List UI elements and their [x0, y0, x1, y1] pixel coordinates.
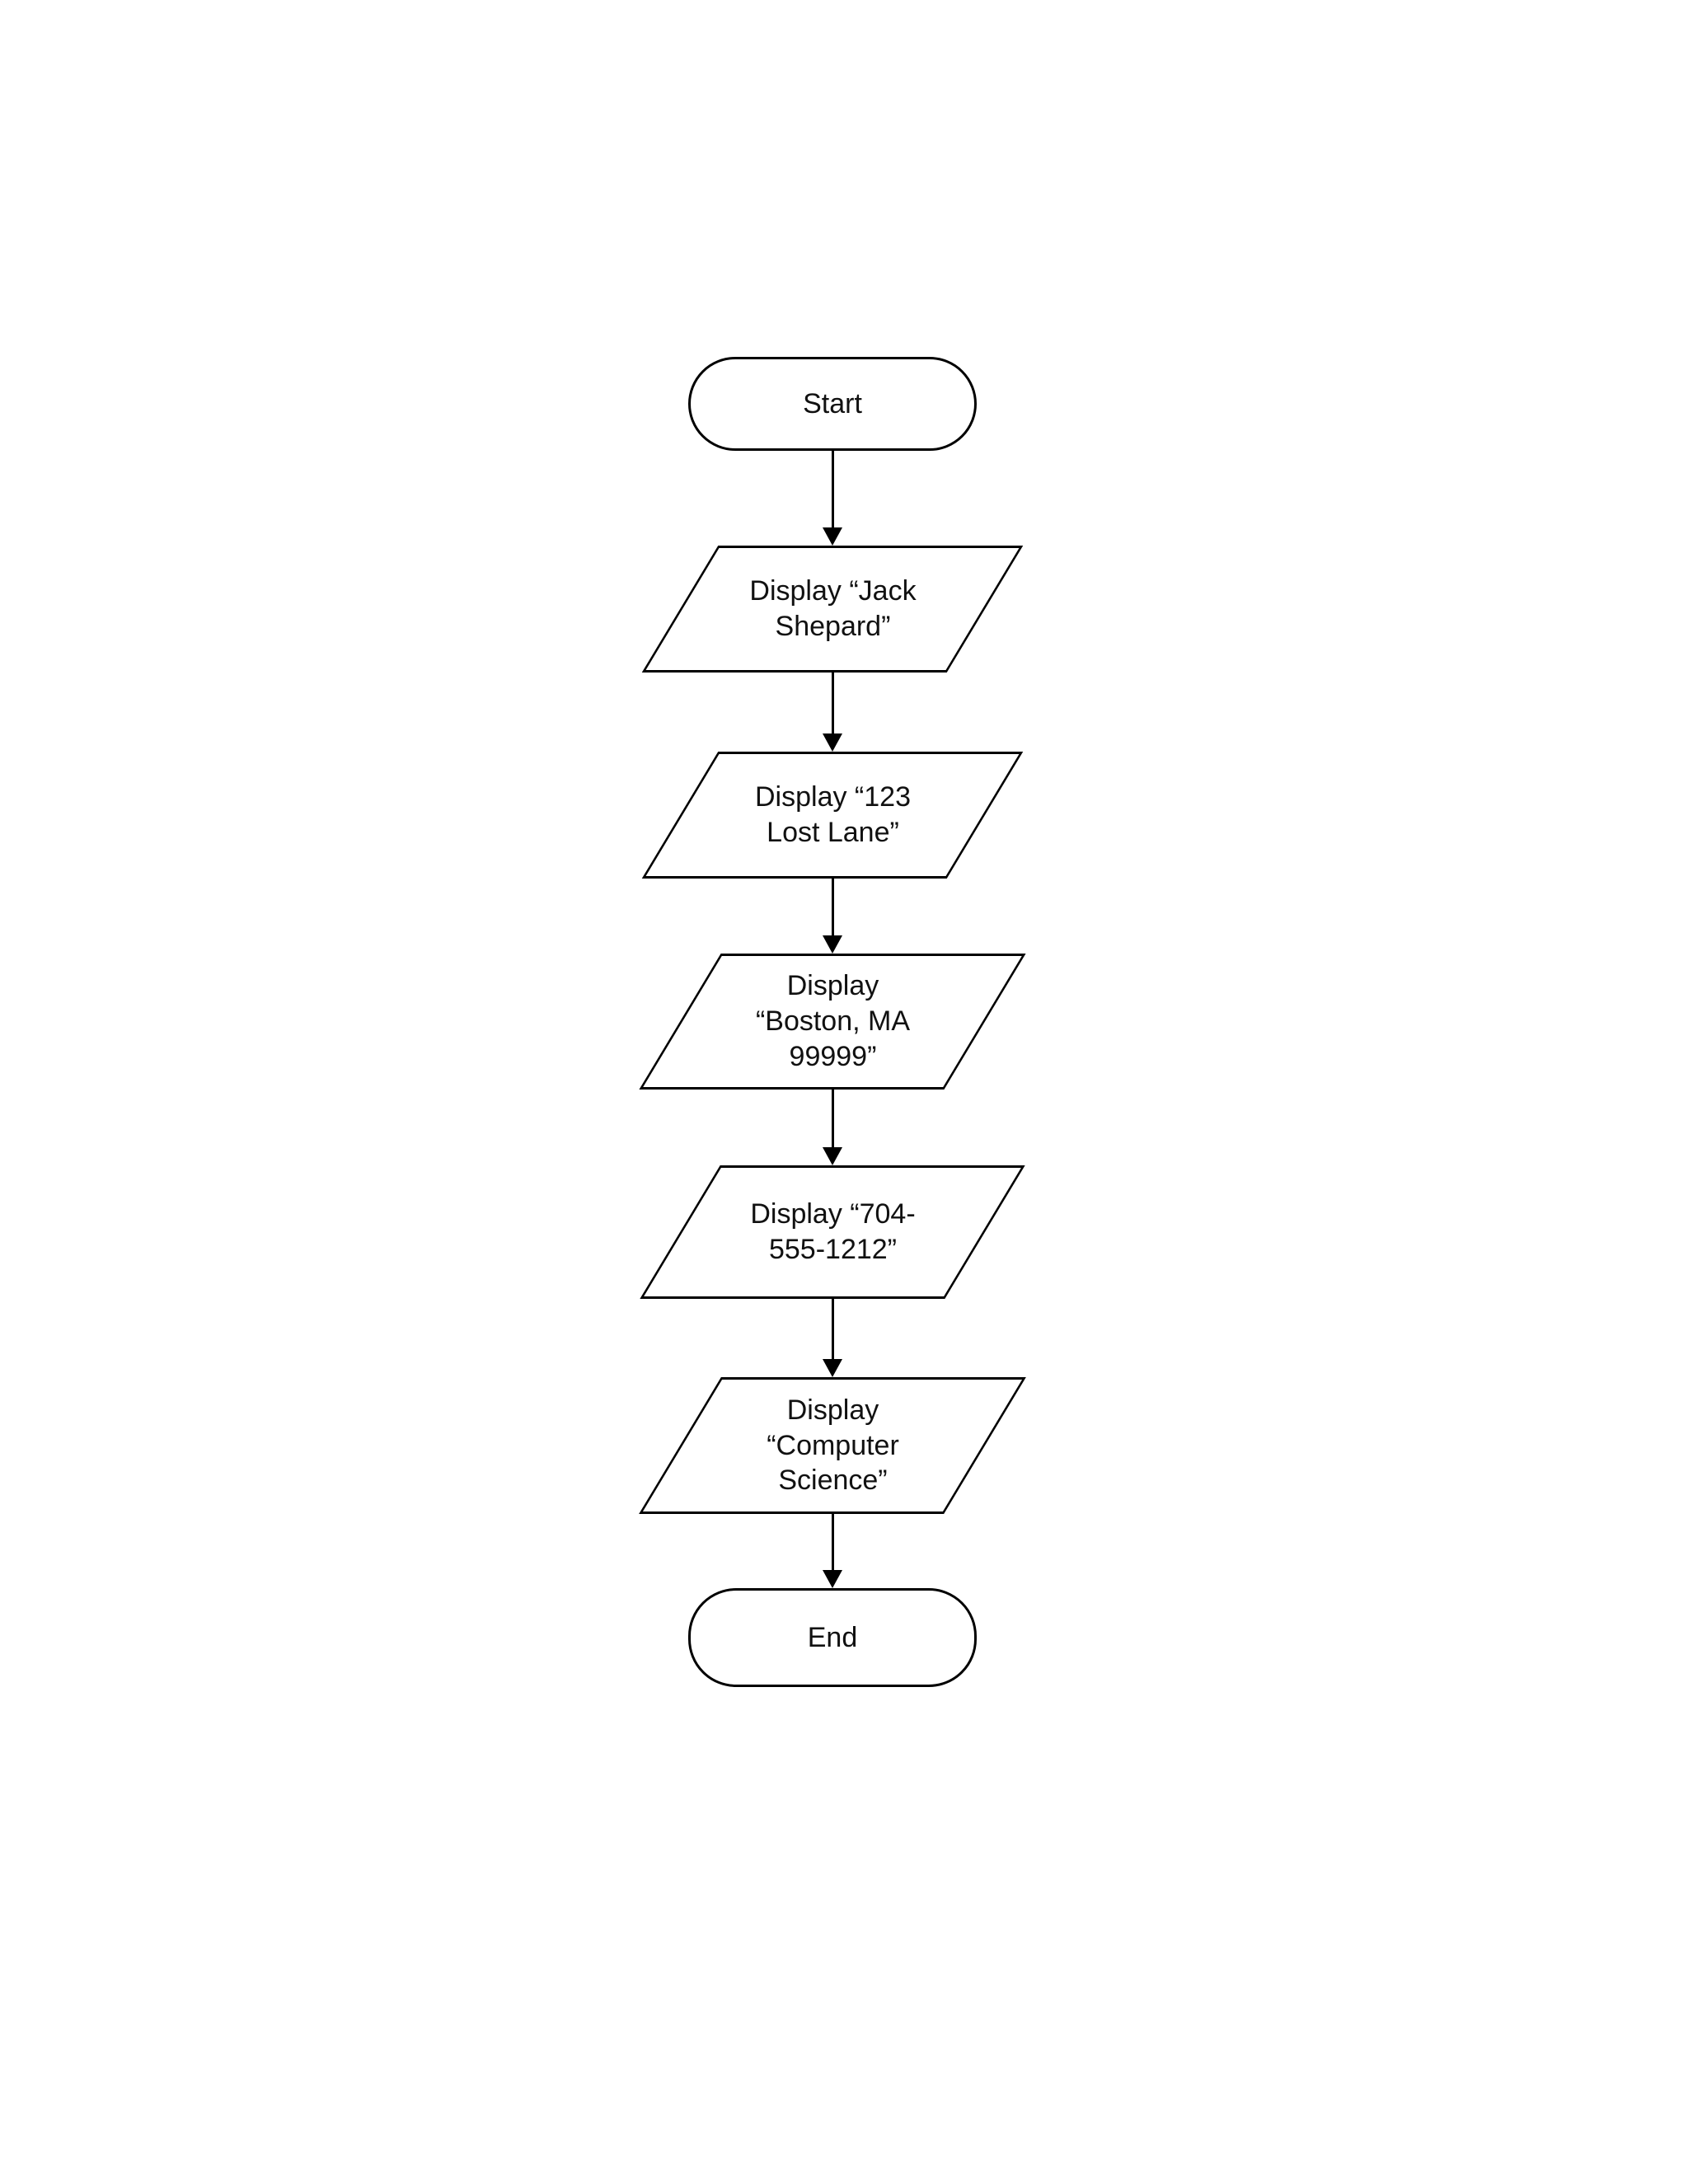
arrow-head-icon [823, 1147, 842, 1165]
arrow-shaft [831, 879, 834, 935]
display-city-parallelogram: Display “Boston, MA 99999” [639, 954, 1026, 1090]
arrow-start-to-display-name [822, 451, 843, 546]
arrow-head-icon [823, 935, 842, 954]
display-phone-label: Display “704- 555-1212” [750, 1198, 916, 1265]
display-street-parallelogram: Display “123 Lost Lane” [641, 752, 1025, 879]
display-major-label: Display “Computer Science” [767, 1394, 899, 1497]
arrow-head-icon [823, 1570, 842, 1588]
arrow-display-city-to-display-phone [822, 1090, 843, 1165]
arrow-display-street-to-display-city [822, 879, 843, 954]
display-major-parallelogram: Display “Computer Science” [639, 1377, 1026, 1514]
start-terminator: Start [688, 357, 977, 451]
display-phone-parallelogram: Display “704- 555-1212” [640, 1165, 1025, 1299]
display-city-label: Display “Boston, MA 99999” [755, 970, 911, 1072]
arrow-head-icon [823, 527, 842, 546]
display-name-parallelogram: Display “Jack Shepard” [641, 546, 1025, 673]
arrow-display-phone-to-display-major [822, 1299, 843, 1377]
end-label: End [807, 1621, 858, 1653]
end-terminator: End [688, 1588, 977, 1687]
arrow-shaft [831, 1514, 834, 1570]
arrow-head-icon [823, 1359, 842, 1377]
arrow-display-name-to-display-street [822, 673, 843, 752]
arrow-head-icon [823, 733, 842, 752]
start-label: Start [803, 387, 862, 419]
arrow-display-major-to-end [822, 1514, 843, 1588]
arrow-shaft [831, 673, 834, 733]
arrow-shaft [831, 1090, 834, 1147]
display-name-label: Display “Jack Shepard” [749, 575, 917, 642]
arrow-shaft [831, 451, 834, 527]
arrow-shaft [831, 1299, 834, 1359]
display-street-label: Display “123 Lost Lane” [755, 781, 911, 848]
